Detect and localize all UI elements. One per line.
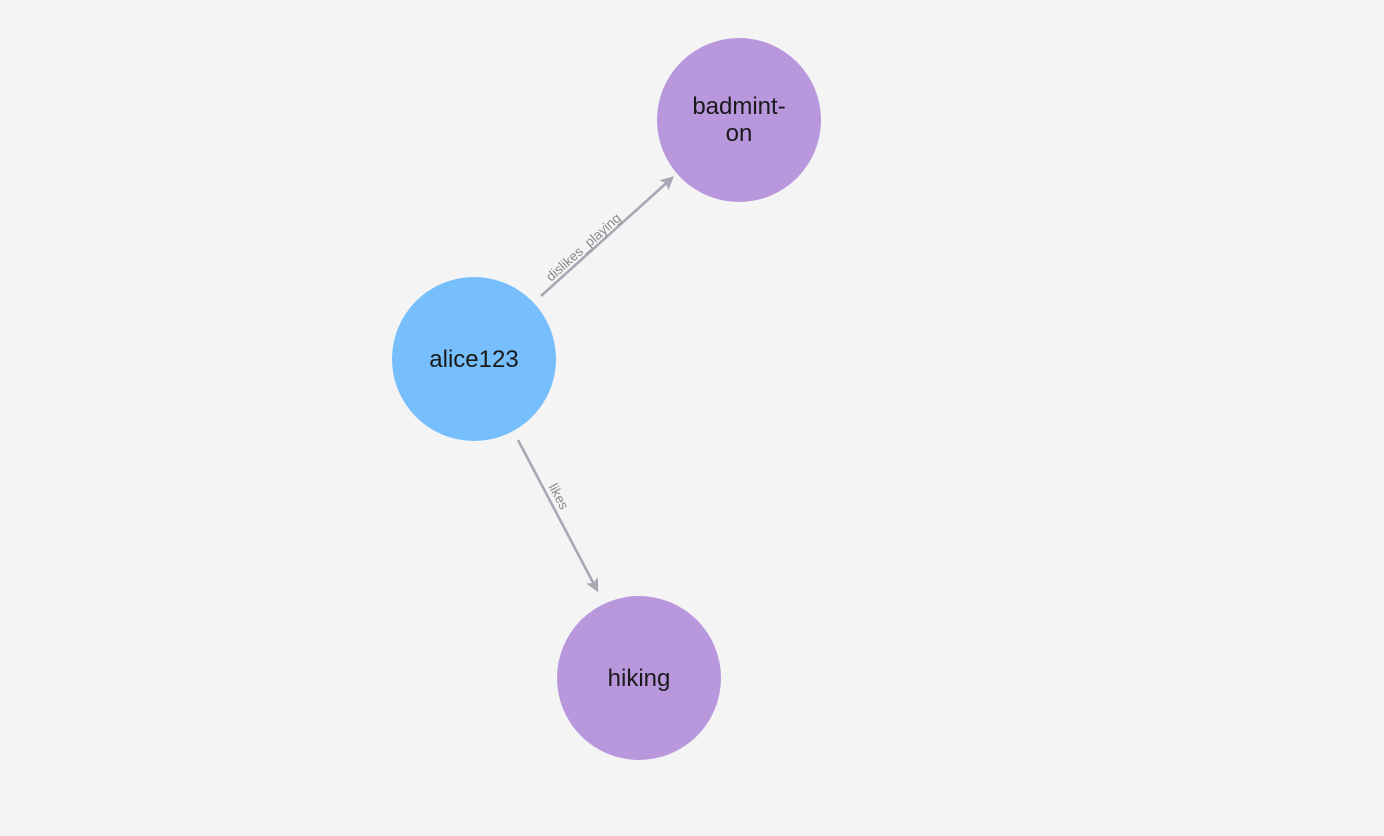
node-label-badminton: badmint- on (692, 93, 786, 147)
graph-node-badminton[interactable]: badmint- on (657, 38, 821, 202)
node-label-alice123: alice123 (429, 345, 519, 373)
graph-node-alice123[interactable]: alice123 (392, 277, 556, 441)
graph-node-hiking[interactable]: hiking (557, 596, 721, 760)
edge-line-dislikes-playing (540, 176, 674, 297)
edge-line-likes (516, 439, 599, 593)
node-label-hiking: hiking (607, 664, 671, 692)
